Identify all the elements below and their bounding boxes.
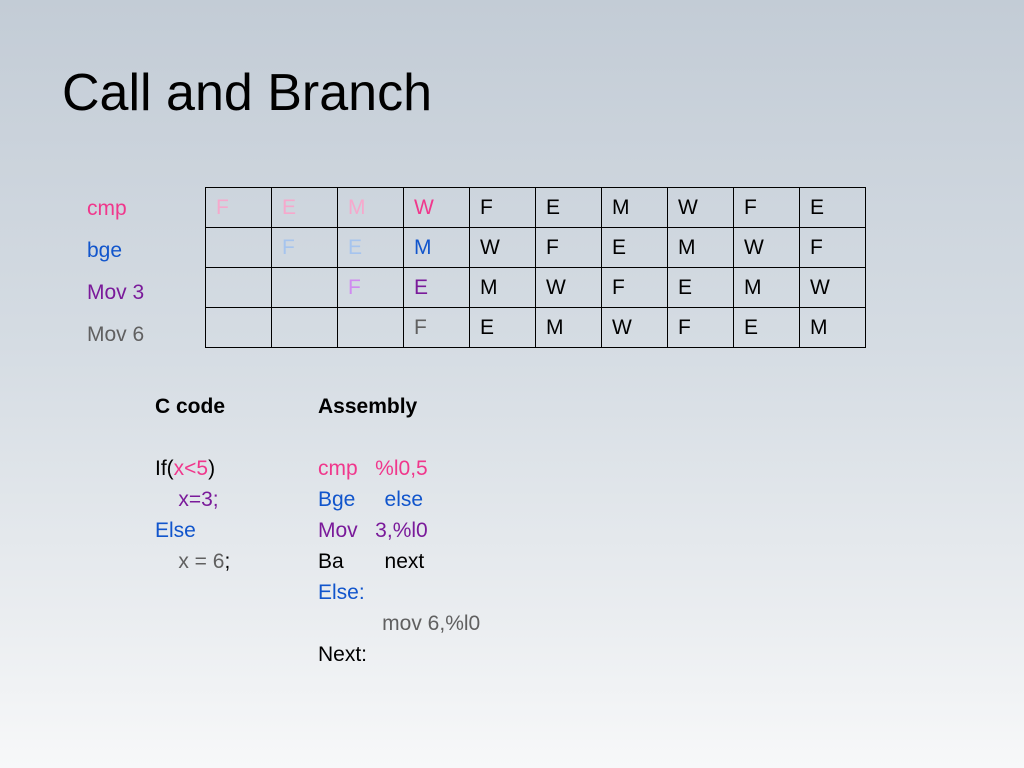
code-segment: cmp %l0,5 (318, 457, 428, 480)
pipeline-cell: E (469, 307, 536, 348)
code-segment: x = 6 (178, 550, 225, 573)
pipeline-cell: W (667, 187, 734, 228)
pipeline-cell: M (667, 227, 734, 268)
instruction-label: cmp (87, 197, 127, 220)
pipeline-cell: M (469, 267, 536, 308)
code-segment: mov 6,%l0 (318, 612, 481, 635)
instruction-label: bge (87, 239, 123, 262)
pipeline-cell: E (733, 307, 800, 348)
code-line: x=3; (155, 484, 230, 515)
instruction-label: Mov 3 (87, 281, 145, 304)
pipeline-cell: F (535, 227, 602, 268)
pipeline-cell: E (271, 187, 338, 228)
pipeline-cell (205, 227, 272, 268)
pipeline-cell: E (403, 267, 470, 308)
code-line: Else (155, 515, 230, 546)
c-code-block: C code If(x<5) x=3; Else x = 6; (155, 392, 230, 577)
pipeline-cell: F (733, 187, 800, 228)
pipeline-cell (205, 307, 272, 348)
slide-title: Call and Branch (62, 64, 432, 122)
code-segment: Ba next (318, 550, 425, 573)
pipeline-cell: M (337, 187, 404, 228)
pipeline-cell: F (403, 307, 470, 348)
pipeline-cell (271, 267, 338, 308)
pipeline-cell: W (799, 267, 866, 308)
code-segment: ; (224, 550, 231, 573)
code-segment: Else: (318, 581, 365, 604)
pipeline-cell: F (469, 187, 536, 228)
code-segment: x<5 (173, 457, 209, 480)
pipeline-cell (271, 307, 338, 348)
code-line: Else: (318, 577, 480, 608)
pipeline-cell: M (733, 267, 800, 308)
instruction-label: Mov 6 (87, 323, 145, 346)
pipeline-cell: W (469, 227, 536, 268)
c-code-heading: C code (155, 395, 226, 418)
pipeline-cell: W (733, 227, 800, 268)
pipeline-cell: E (667, 267, 734, 308)
pipeline-cell: E (337, 227, 404, 268)
code-segment: Else (155, 519, 196, 542)
pipeline-cell: F (799, 227, 866, 268)
pipeline-cell: M (535, 307, 602, 348)
code-segment: Mov 3,%l0 (318, 519, 428, 542)
code-line: Mov 3,%l0 (318, 515, 480, 546)
pipeline-cell: W (601, 307, 668, 348)
pipeline-cell (205, 267, 272, 308)
pipeline-cell: F (337, 267, 404, 308)
pipeline-cell: F (601, 267, 668, 308)
c-code-lines: If(x<5) x=3; Else x = 6; (155, 422, 230, 577)
pipeline-cell: W (403, 187, 470, 228)
pipeline-cell: F (667, 307, 734, 348)
pipeline-cell: M (403, 227, 470, 268)
code-line (318, 422, 480, 453)
pipeline-cell: M (799, 307, 866, 348)
code-segment: Next: (318, 643, 368, 666)
code-line: x = 6; (155, 546, 230, 577)
code-segment: x=3; (178, 488, 219, 511)
code-line: Bge else (318, 484, 480, 515)
pipeline-cell: F (271, 227, 338, 268)
code-segment: Bge else (318, 488, 424, 511)
code-segment: ) (208, 457, 216, 480)
code-line (155, 422, 230, 453)
code-segment (155, 488, 178, 511)
code-line: If(x<5) (155, 453, 230, 484)
pipeline-cell: E (799, 187, 866, 228)
pipeline-cell (337, 307, 404, 348)
pipeline-cell: E (601, 227, 668, 268)
pipeline-cell: F (205, 187, 272, 228)
code-line: Ba next (318, 546, 480, 577)
pipeline-cell: M (601, 187, 668, 228)
code-line: cmp %l0,5 (318, 453, 480, 484)
code-line: Next: (318, 639, 480, 670)
pipeline-cell: W (535, 267, 602, 308)
code-line: mov 6,%l0 (318, 608, 480, 639)
code-segment: If( (155, 457, 174, 480)
pipeline-cell: E (535, 187, 602, 228)
assembly-heading: Assembly (318, 395, 418, 418)
code-segment (155, 550, 178, 573)
